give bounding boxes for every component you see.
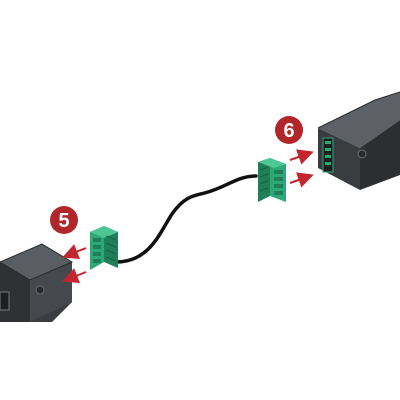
step-badge-6: 6	[275, 116, 303, 144]
right-device-screw-icon	[357, 149, 367, 159]
right-terminal-block-screws	[274, 170, 283, 195]
left-device-screw-icon	[35, 285, 45, 295]
right-device-top-face	[318, 92, 400, 148]
right-terminal-block-top	[258, 158, 286, 168]
left-terminal-block-screws	[93, 238, 101, 263]
pull-arrow-icon	[289, 149, 314, 165]
step-number-6: 6	[283, 120, 294, 142]
left-device-side-face	[30, 262, 72, 322]
right-device-side-face	[360, 120, 400, 190]
left-terminal-block-ridges	[105, 235, 117, 262]
right-pull-arrows	[289, 149, 314, 188]
left-device-top-face	[0, 244, 72, 280]
right-device-terminal-pins	[325, 141, 331, 165]
left-terminal-block	[90, 226, 118, 270]
step-number-5: 5	[58, 210, 69, 232]
cable	[114, 174, 258, 264]
right-terminal-block	[258, 158, 286, 202]
right-device	[317, 91, 400, 190]
pull-arrow-icon	[289, 172, 314, 188]
left-device-port	[0, 291, 10, 311]
pull-arrow-icon	[62, 268, 87, 283]
pull-arrow-icon	[62, 244, 87, 259]
right-terminal-block-ridges	[259, 166, 269, 192]
left-device	[0, 243, 74, 322]
step-badge-5: 5	[50, 206, 78, 234]
left-pull-arrows	[62, 244, 87, 283]
left-terminal-block-top	[90, 226, 118, 238]
